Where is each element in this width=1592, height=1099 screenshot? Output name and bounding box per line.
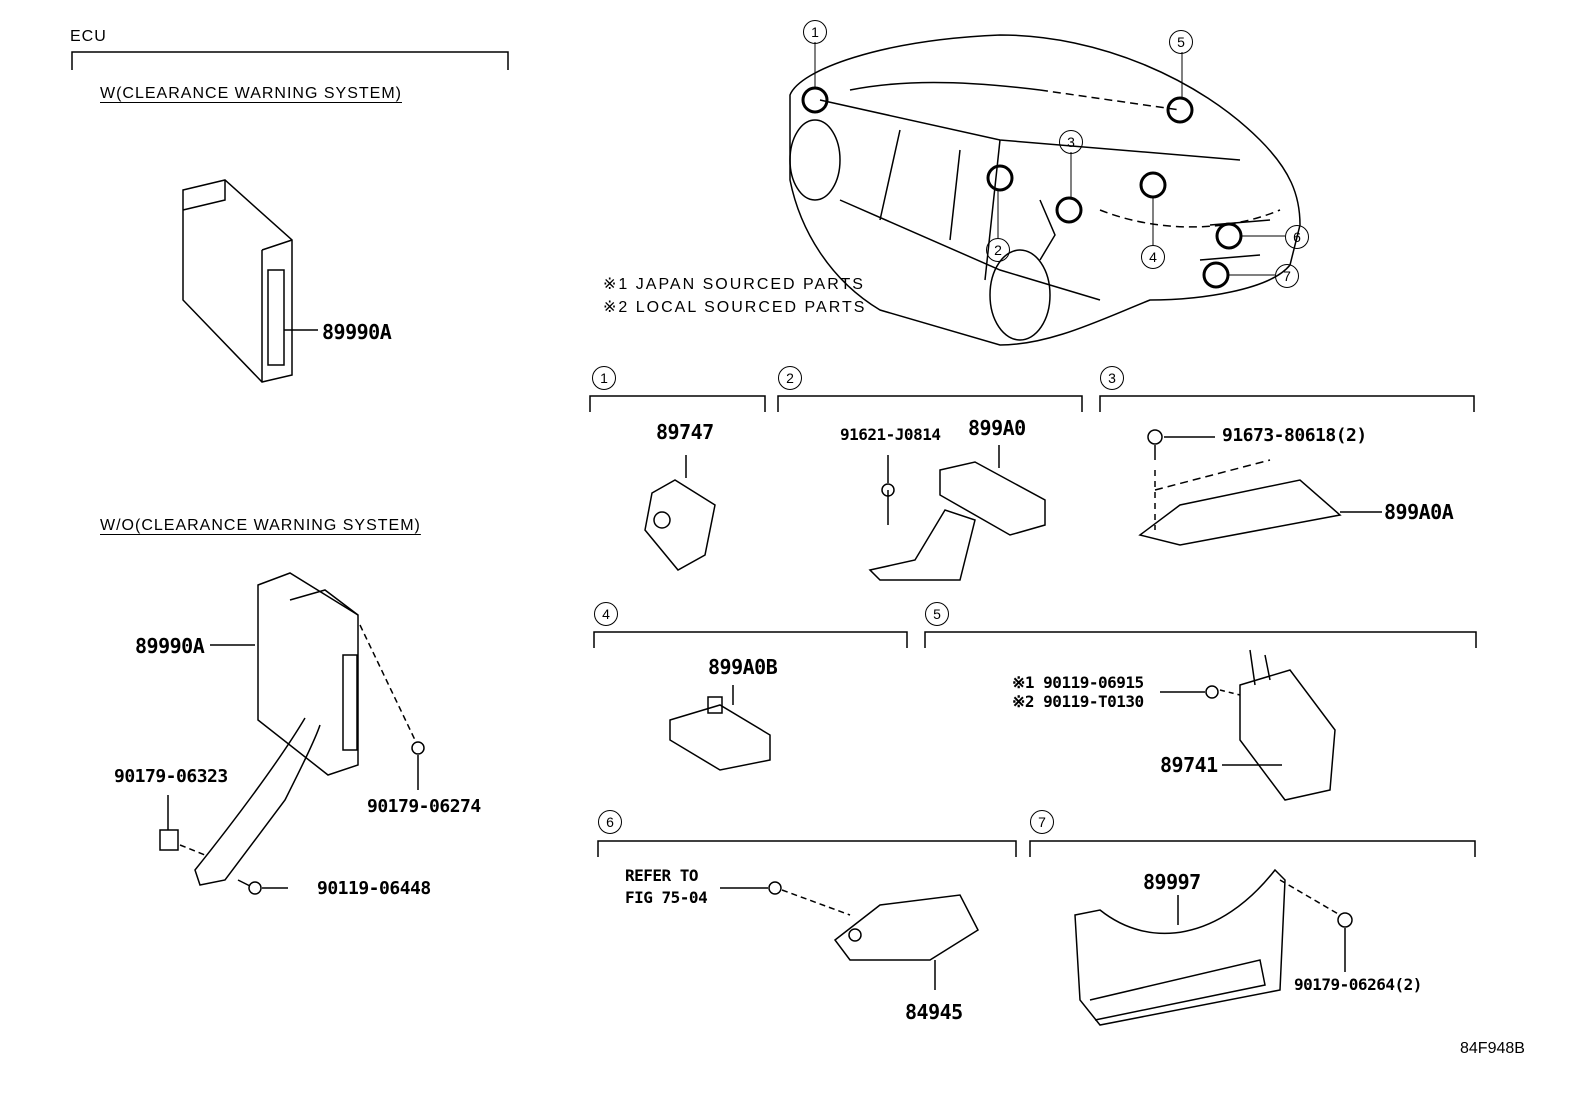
car-callout-3[interactable]: 3 bbox=[1059, 130, 1083, 154]
car-callout-4[interactable]: 4 bbox=[1141, 245, 1165, 269]
ecu-section-bracket bbox=[71, 51, 509, 70]
part-number-899A0B[interactable]: 899A0B bbox=[708, 655, 778, 679]
car-callout-2[interactable]: 2 bbox=[986, 238, 1010, 262]
part-89747-sensor bbox=[644, 455, 716, 571]
section-id-4: 4 bbox=[594, 602, 618, 626]
figure-code: 84F948B bbox=[1460, 1040, 1525, 1057]
car-callout-7[interactable]: 7 bbox=[1275, 264, 1299, 288]
car-callout-markers bbox=[801, 86, 1243, 289]
part-number-90179-06264[interactable]: 90179-06264(2) bbox=[1294, 975, 1422, 994]
note-text: JAPAN SOURCED PARTS bbox=[635, 276, 865, 293]
part-number-91673-80618[interactable]: 91673-80618(2) bbox=[1222, 425, 1367, 446]
vehicle-outline bbox=[789, 34, 1301, 346]
section-id-3: 3 bbox=[1100, 366, 1124, 390]
part-number-89741[interactable]: 89741 bbox=[1160, 753, 1218, 777]
section-brackets bbox=[589, 395, 1477, 857]
ecu-module-with-cws bbox=[182, 179, 318, 383]
part-899A0-sensor-bracket bbox=[868, 445, 1046, 581]
section-id-1: 1 bbox=[592, 366, 616, 390]
refer-fig-75-04-link[interactable]: FIG 75-04 bbox=[625, 888, 708, 907]
part-89741-module bbox=[1160, 649, 1336, 801]
car-callout-6[interactable]: 6 bbox=[1285, 225, 1309, 249]
ecu-section-title: ECU bbox=[70, 28, 107, 45]
ecu-module-without-cws bbox=[159, 572, 425, 895]
section-id-2: 2 bbox=[778, 366, 802, 390]
car-callout-5[interactable]: 5 bbox=[1169, 30, 1193, 54]
callout-leader-lines bbox=[814, 42, 1285, 276]
variant-header-without-cws: W/O(CLEARANCE WARNING SYSTEM) bbox=[100, 517, 421, 534]
part-number-90179-06274[interactable]: 90179-06274 bbox=[367, 796, 481, 817]
part-899A0B-sensor bbox=[669, 685, 771, 771]
part-number-899A0[interactable]: 899A0 bbox=[968, 416, 1026, 440]
note-text: LOCAL SOURCED PARTS bbox=[635, 299, 867, 316]
part-number-90119-T0130[interactable]: ※2 90119-T0130 bbox=[1012, 692, 1144, 711]
part-number-91621-J0814[interactable]: 91621-J0814 bbox=[840, 425, 941, 444]
note-japan-sourced: ※1 JAPAN SOURCED PARTS bbox=[603, 274, 865, 294]
part-number-89990A-alt[interactable]: 89990A bbox=[135, 634, 205, 658]
part-89997-bracket-sensor bbox=[1074, 868, 1353, 1026]
section-id-7: 7 bbox=[1030, 810, 1054, 834]
variant-header-with-cws: W(CLEARANCE WARNING SYSTEM) bbox=[100, 85, 402, 102]
part-number-90179-06323[interactable]: 90179-06323 bbox=[114, 766, 228, 787]
note-mark: ※1 bbox=[603, 276, 630, 293]
part-number-84945[interactable]: 84945 bbox=[905, 1000, 963, 1024]
section-id-5: 5 bbox=[925, 602, 949, 626]
car-callout-1[interactable]: 1 bbox=[803, 20, 827, 44]
refer-to-label: REFER TO bbox=[625, 866, 699, 885]
note-mark: ※2 bbox=[603, 299, 630, 316]
part-899A0A-module bbox=[1138, 429, 1382, 546]
part-number-89997[interactable]: 89997 bbox=[1143, 870, 1201, 894]
note-local-sourced: ※2 LOCAL SOURCED PARTS bbox=[603, 297, 866, 317]
part-84945-sensor bbox=[720, 881, 979, 990]
part-number-899A0A[interactable]: 899A0A bbox=[1384, 500, 1454, 524]
part-number-89747[interactable]: 89747 bbox=[656, 420, 714, 444]
part-number-90119-06448[interactable]: 90119-06448 bbox=[317, 878, 431, 899]
section-id-6: 6 bbox=[598, 810, 622, 834]
part-number-89990A[interactable]: 89990A bbox=[322, 320, 392, 344]
part-number-90119-06915[interactable]: ※1 90119-06915 bbox=[1012, 673, 1144, 692]
